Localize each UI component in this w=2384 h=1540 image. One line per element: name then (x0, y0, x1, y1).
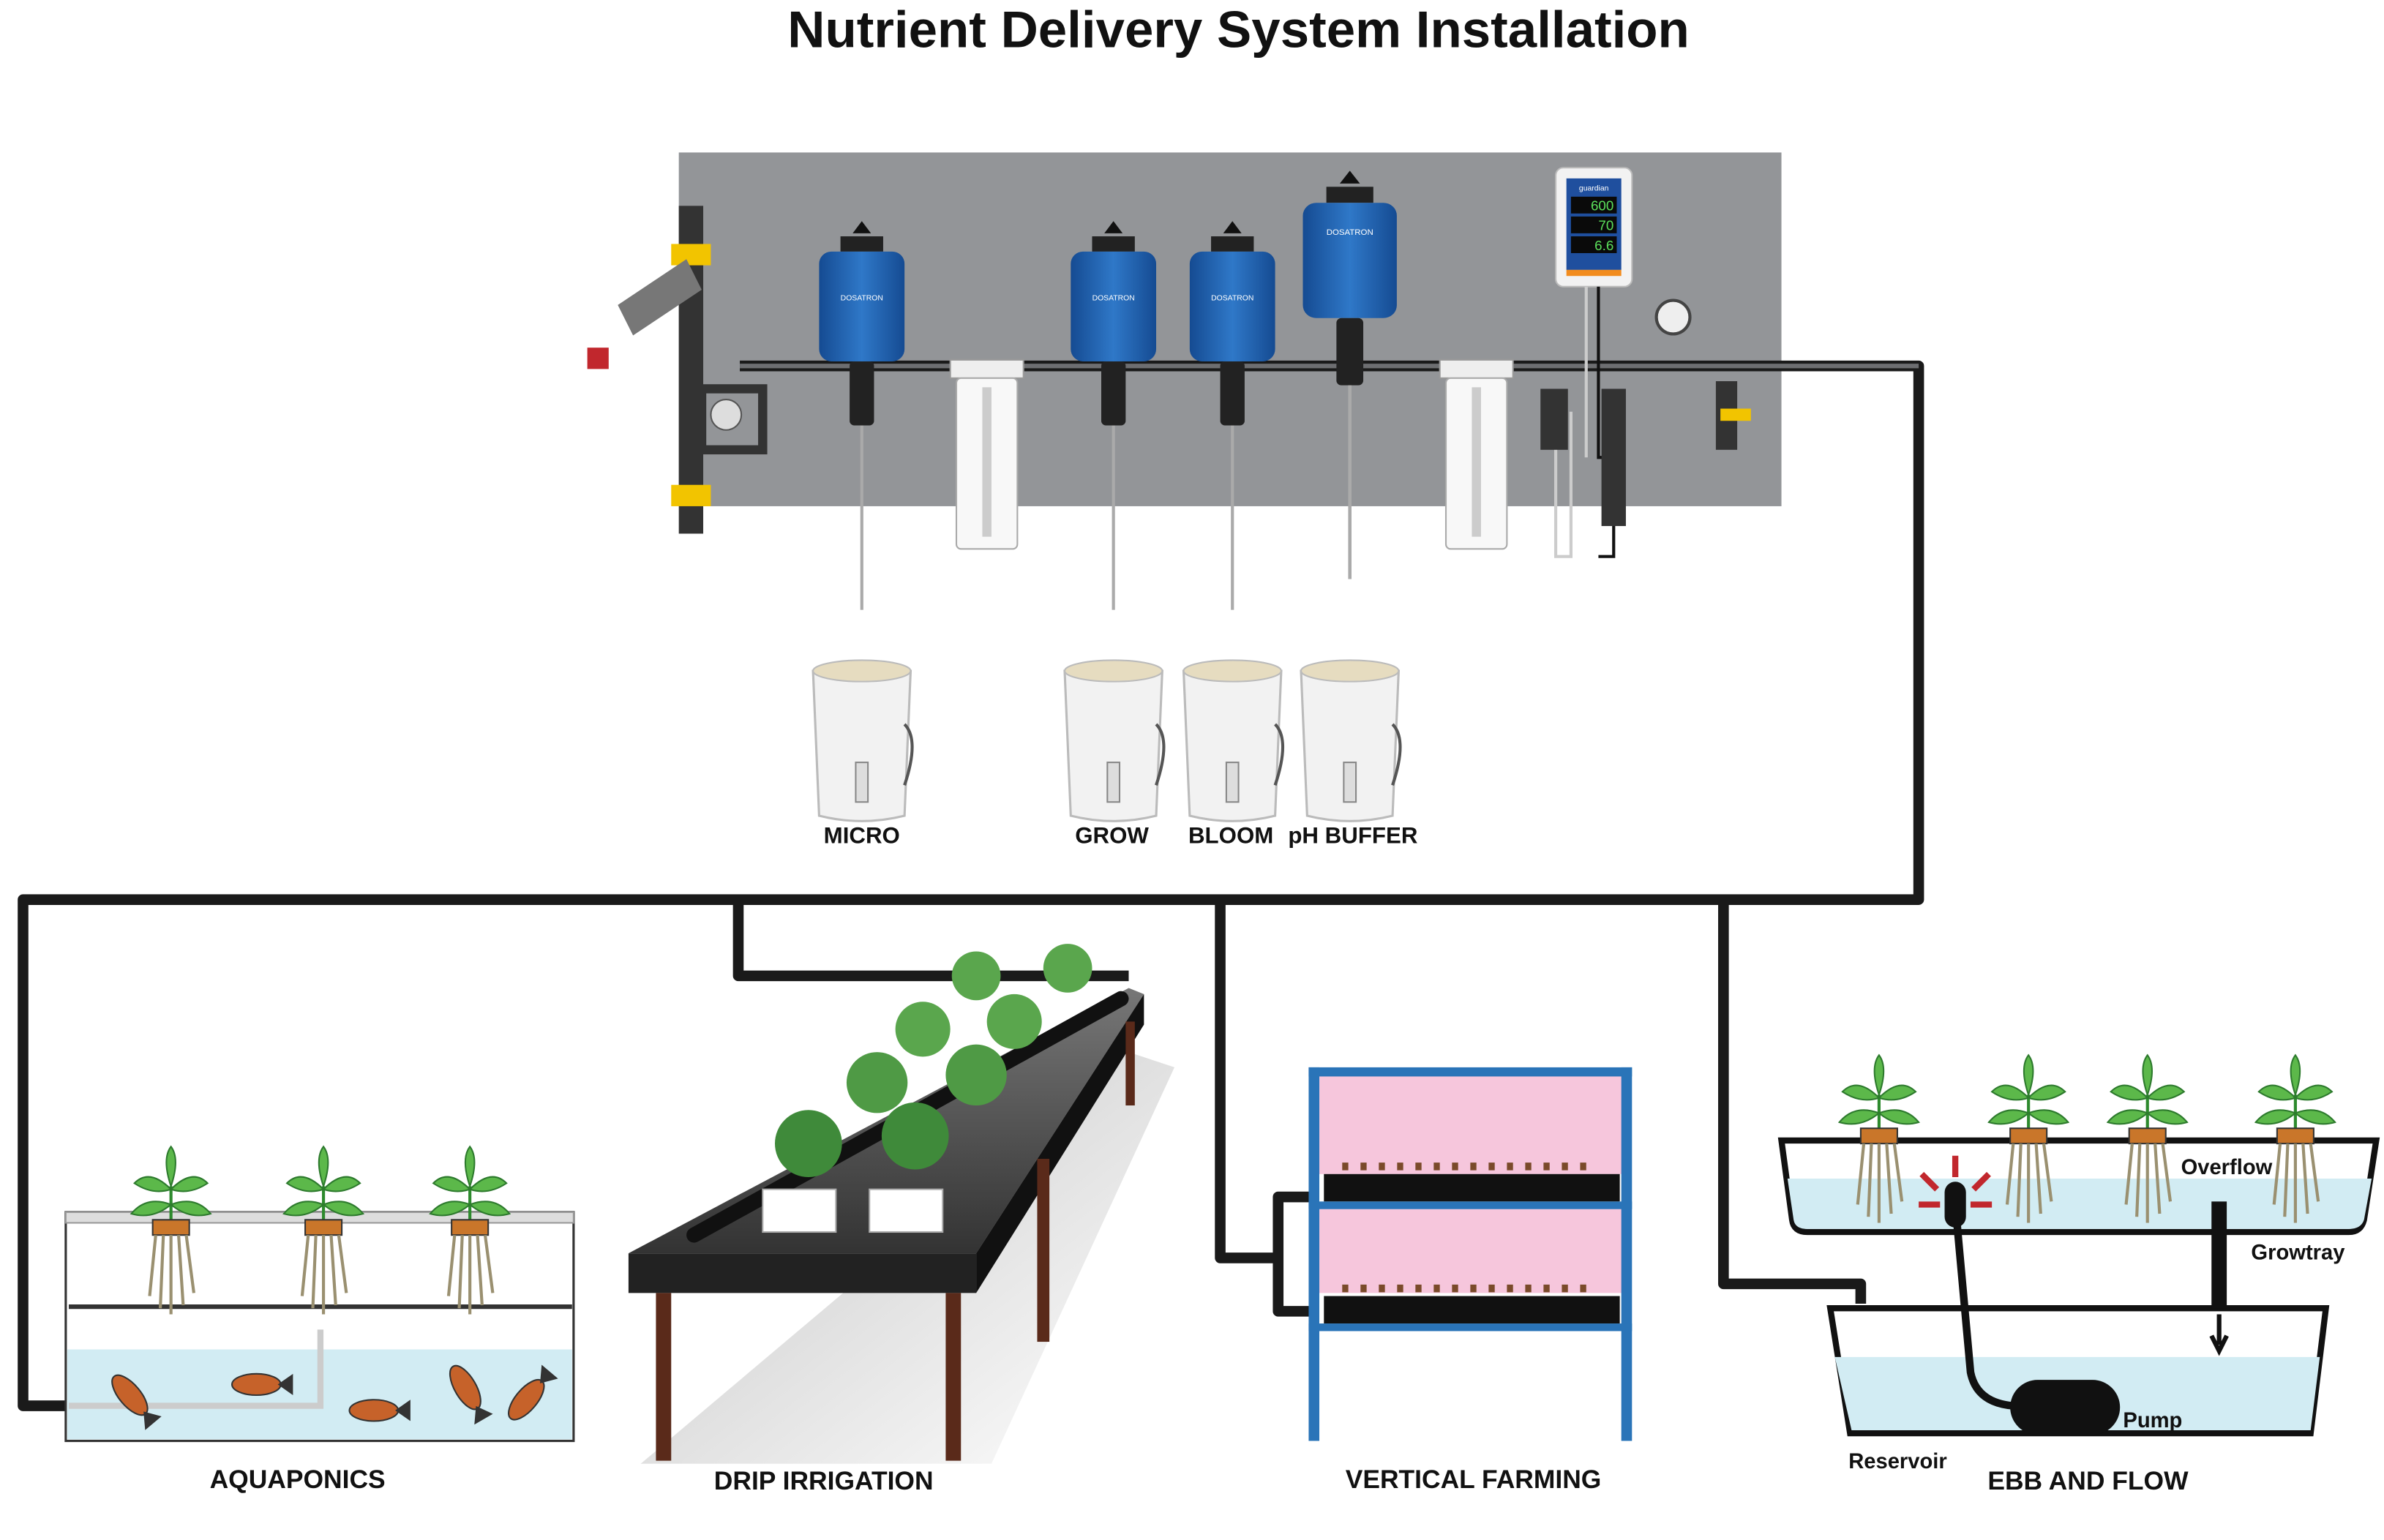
label-reservoir: Reservoir (1848, 1450, 1947, 1473)
label-pump: Pump (2123, 1409, 2182, 1432)
injector-grow: DOSATRON (1071, 221, 1156, 609)
label-ebb-and-flow: EBB AND FLOW (1987, 1466, 2189, 1495)
svg-text:600: 600 (1591, 198, 1613, 214)
injector-bloom: DOSATRON (1190, 221, 1275, 609)
injector-micro: DOSATRON (819, 221, 904, 609)
bucket-ph-buffer (1301, 660, 1400, 821)
label-micro: MICRO (824, 823, 900, 849)
label-grow: GROW (1075, 823, 1149, 849)
pressure-gauge (1654, 298, 1751, 450)
label-ph-buffer: pH BUFFER (1288, 823, 1417, 849)
svg-text:6.6: 6.6 (1594, 238, 1613, 253)
label-aquaponics: AQUAPONICS (210, 1465, 386, 1494)
label-bloom: BLOOM (1188, 823, 1273, 849)
injector-ph-buffer: DOSATRON (1303, 170, 1397, 579)
inlet-valve-assembly (587, 206, 768, 534)
svg-text:DOSATRON: DOSATRON (1092, 295, 1135, 303)
svg-text:DOSATRON: DOSATRON (1327, 228, 1373, 237)
svg-text:70: 70 (1598, 218, 1613, 233)
bucket-grow (1065, 660, 1163, 821)
bucket-bloom (1184, 660, 1283, 821)
drip-irrigation-system (628, 944, 1175, 1464)
branch-ebb (1718, 899, 1867, 1304)
flow-arrows-icon (1919, 1155, 1993, 1208)
bucket-micro (813, 660, 912, 821)
label-drip-irrigation: DRIP IRRIGATION (714, 1466, 934, 1495)
svg-text:DOSATRON: DOSATRON (841, 295, 883, 303)
branch-vertical (1215, 899, 1315, 1317)
ebb-and-flow-system (1777, 1055, 2380, 1437)
aquaponics-system (64, 1146, 575, 1443)
filter-2 (1440, 360, 1513, 549)
label-overflow: Overflow (2181, 1156, 2273, 1179)
svg-text:guardian: guardian (1579, 185, 1609, 193)
controller: guardian 600 70 6.6 (1540, 167, 1633, 558)
label-vertical-farming: VERTICAL FARMING (1346, 1465, 1602, 1494)
filter-1 (951, 360, 1024, 549)
vertical-farming-rack (1308, 1067, 1633, 1441)
svg-text:DOSATRON: DOSATRON (1211, 295, 1253, 303)
label-growtray: Growtray (2251, 1242, 2345, 1265)
page-title: Nutrient Delivery System Installation (787, 1, 1690, 59)
